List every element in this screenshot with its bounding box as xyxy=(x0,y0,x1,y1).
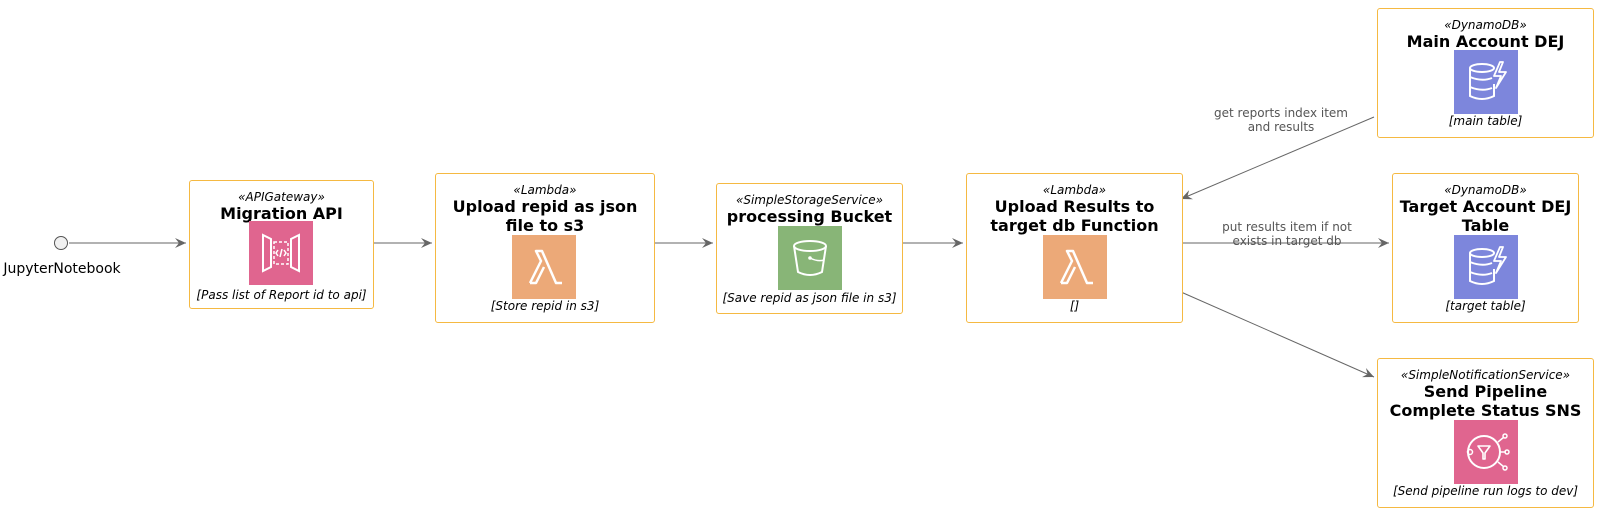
node-description: [Pass list of Report id to api] xyxy=(196,288,367,302)
node-title: Target Account DEJ Table xyxy=(1399,197,1572,235)
lambda-icon xyxy=(1043,235,1107,299)
node-title: Upload repid as json file to s3 xyxy=(452,197,638,235)
lambda-icon xyxy=(512,235,576,299)
node-description: [Store repid in s3] xyxy=(490,299,600,313)
node-title: processing Bucket xyxy=(726,207,893,226)
edge-label-line: put results item if not xyxy=(1222,220,1352,234)
sns-icon xyxy=(1454,420,1518,484)
node-title: Migration API xyxy=(220,204,343,223)
edge-upload-results-to-sns xyxy=(1180,291,1375,378)
node-title: Send Pipeline Complete Status SNS xyxy=(1389,382,1582,420)
edge-label-line: get reports index item xyxy=(1214,106,1348,120)
node-description: [target table] xyxy=(1445,299,1526,313)
node-stereotype: «APIGateway» xyxy=(238,190,325,204)
node-description: [Send pipeline run logs to dev] xyxy=(1392,484,1579,498)
dynamodb-icon xyxy=(1454,50,1518,114)
edge-label-line: exists in target db xyxy=(1232,234,1342,248)
node-upload-repid-lambda[interactable]: «Lambda» Upload repid as json file to s3… xyxy=(435,173,655,323)
node-migration-api[interactable]: «APIGateway» Migration API [Pass list of… xyxy=(189,180,374,309)
edge-label-line: and results xyxy=(1247,120,1315,134)
node-description: [] xyxy=(1069,299,1080,313)
node-stereotype: «SimpleStorageService» xyxy=(735,193,884,207)
edge-label-get-reports: get reports index item and results xyxy=(1196,106,1366,134)
node-target-account-table[interactable]: «DynamoDB» Target Account DEJ Table [tar… xyxy=(1392,173,1579,323)
node-stereotype: «Lambda» xyxy=(1042,183,1107,197)
node-processing-bucket[interactable]: «SimpleStorageService» processing Bucket… xyxy=(716,183,903,314)
actor-label: JupyterNotebook xyxy=(3,261,121,277)
actor-circle-icon xyxy=(54,236,68,250)
node-main-account-table[interactable]: «DynamoDB» Main Account DEJ Table [main … xyxy=(1377,8,1594,138)
dynamodb-icon xyxy=(1454,235,1518,299)
s3-bucket-icon xyxy=(778,226,842,290)
node-upload-results-lambda[interactable]: «Lambda» Upload Results to target db Fun… xyxy=(966,173,1183,323)
edge-label-put-results: put results item if not exists in target… xyxy=(1202,220,1372,248)
node-stereotype: «DynamoDB» xyxy=(1444,183,1527,197)
node-description: [main table] xyxy=(1448,114,1523,128)
node-description: [Save repid as json file in s3] xyxy=(722,291,897,305)
node-stereotype: «DynamoDB» xyxy=(1444,18,1527,32)
node-title: Upload Results to target db Function xyxy=(990,197,1159,235)
node-stereotype: «SimpleNotificationService» xyxy=(1400,368,1571,382)
node-pipeline-status-sns[interactable]: «SimpleNotificationService» Send Pipelin… xyxy=(1377,358,1594,508)
node-stereotype: «Lambda» xyxy=(513,183,577,197)
api-gateway-icon xyxy=(249,221,313,285)
